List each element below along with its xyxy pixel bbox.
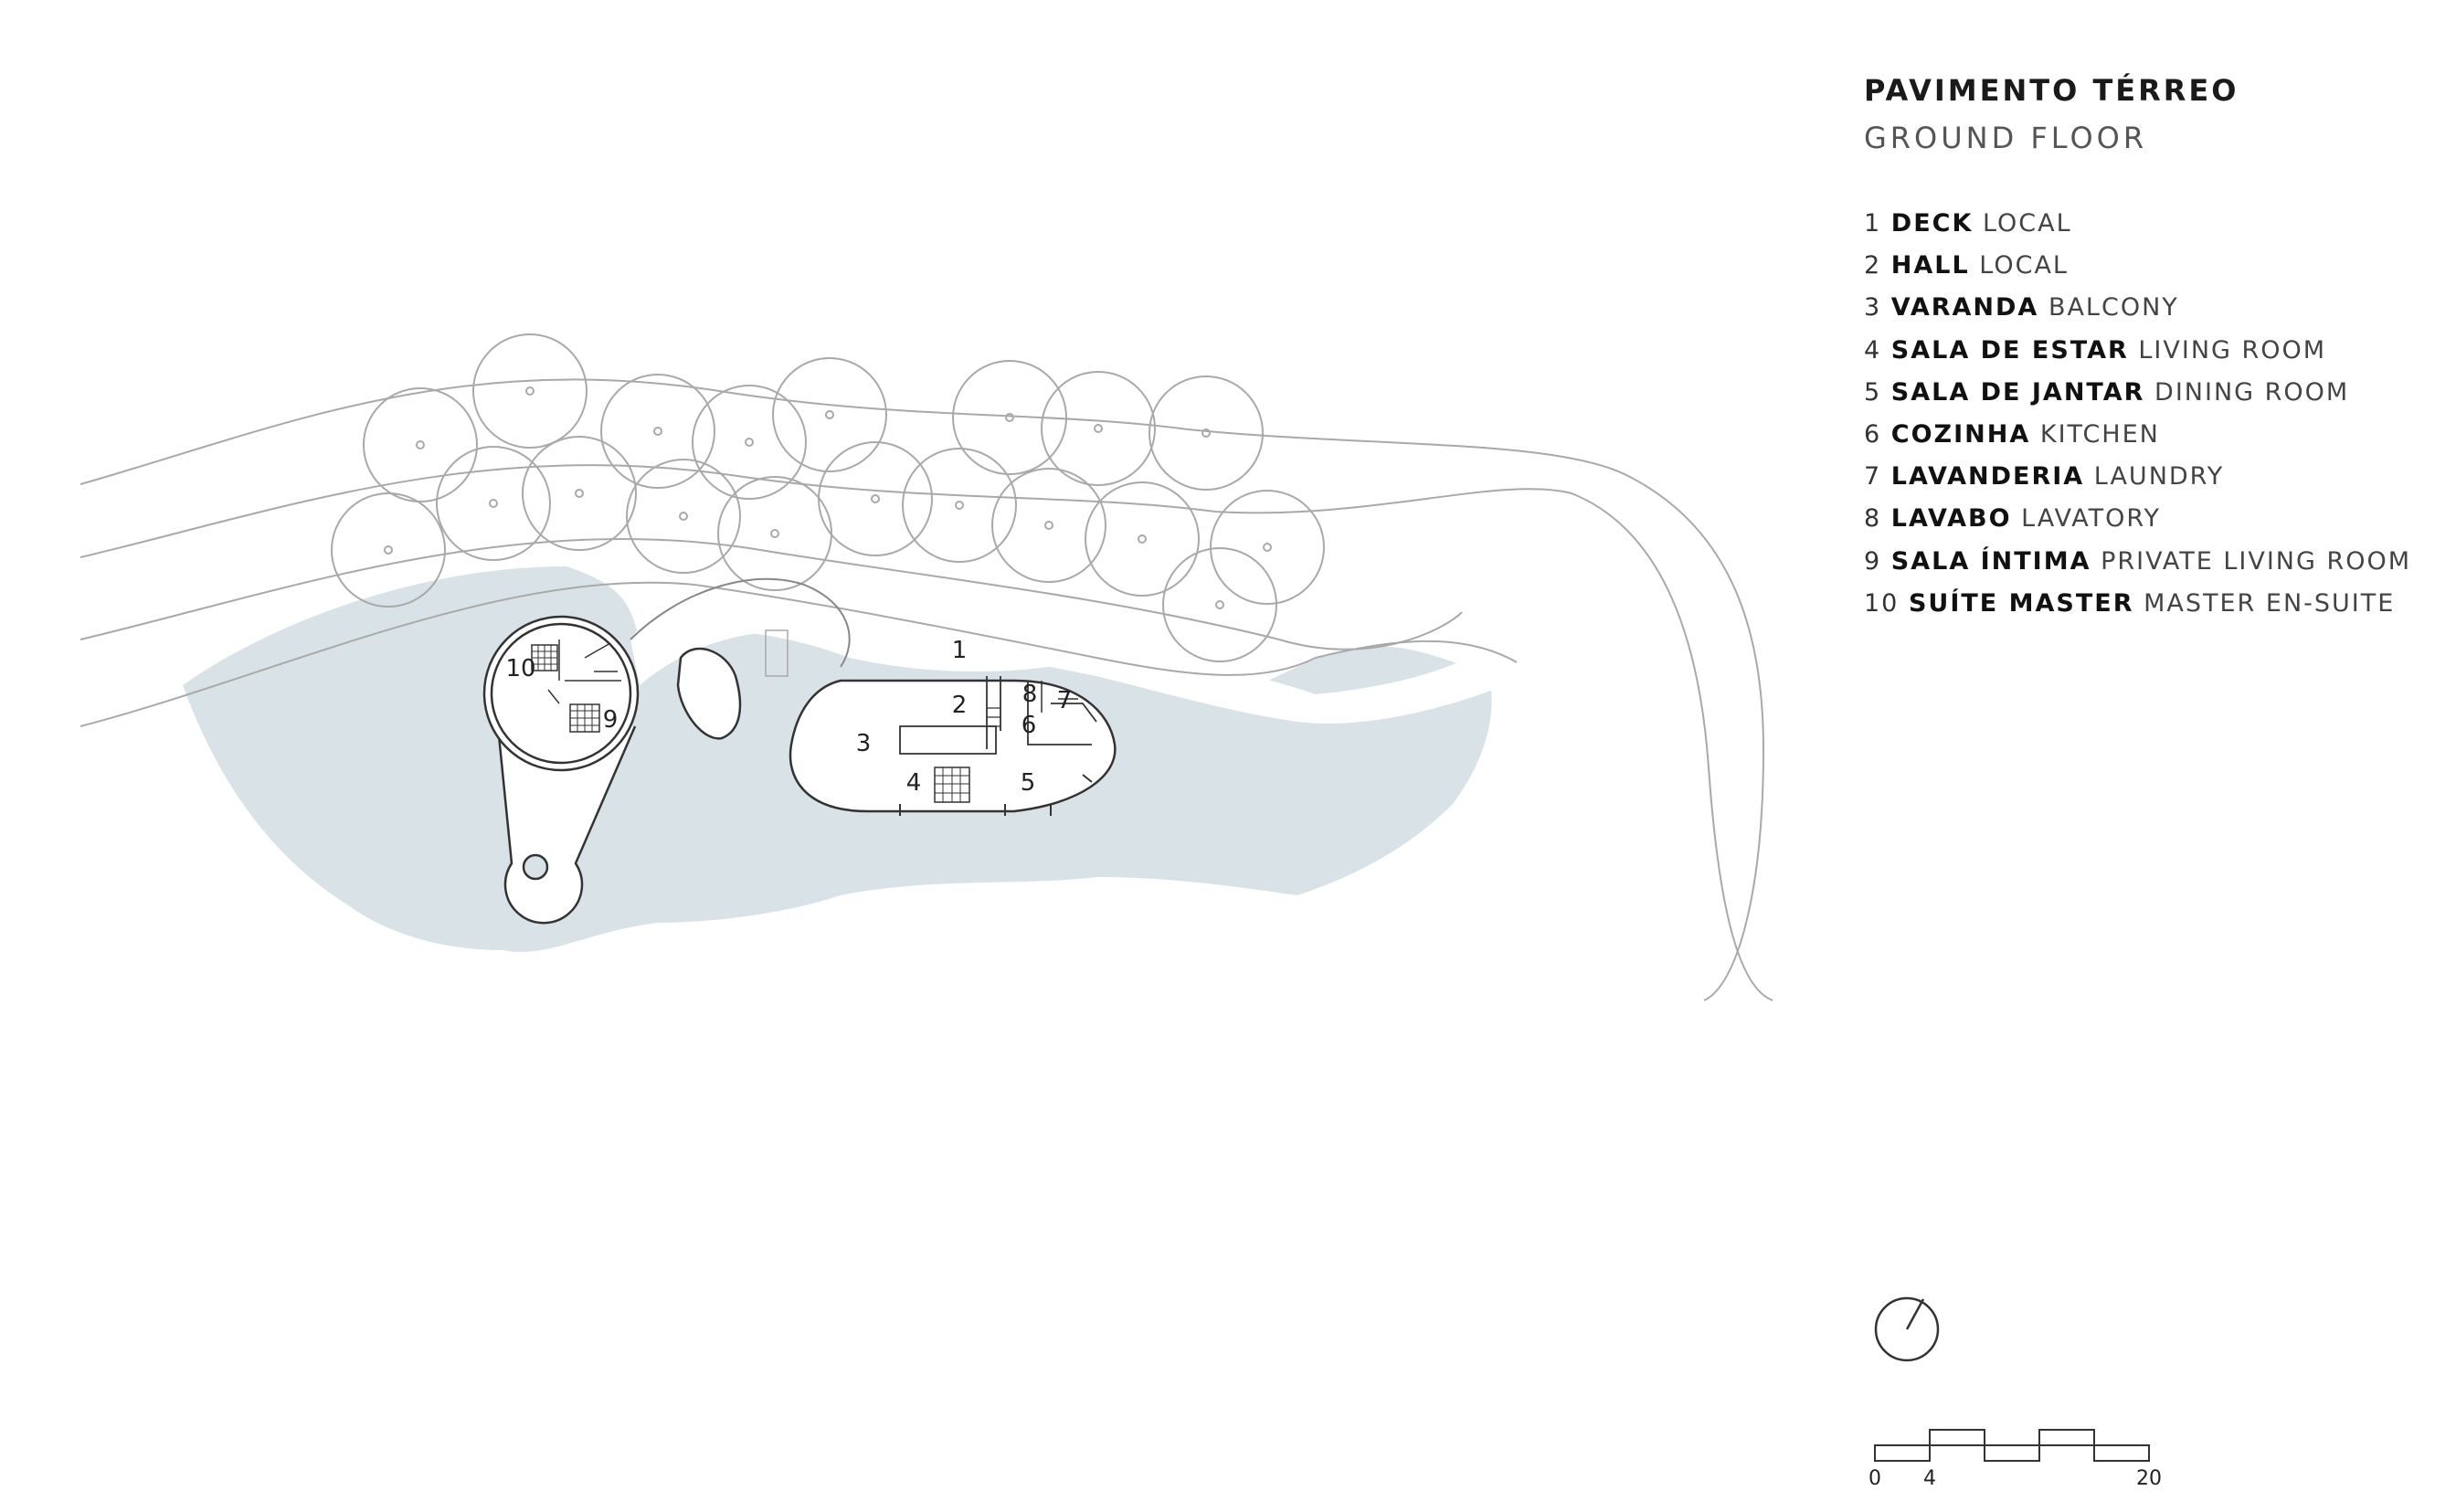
access-path xyxy=(630,577,851,668)
room-label-3: 3 xyxy=(856,730,872,757)
legend-item-number: 8 xyxy=(1864,504,1882,534)
legend-item-pt: SALA ÍNTIMA xyxy=(1890,546,2091,576)
legend-item: 1 DECK LOCAL xyxy=(1864,203,2411,245)
legend-item-en: LOCAL xyxy=(1982,209,2072,238)
pebble-island xyxy=(676,647,742,740)
scale-label-mid: 4 xyxy=(1923,1467,1936,1490)
legend-item-en: LAVATORY xyxy=(2021,504,2161,534)
legend-item-pt: VARANDA xyxy=(1890,293,2039,322)
scale-label-start: 0 xyxy=(1868,1467,1881,1490)
legend-item: 2 HALL LOCAL xyxy=(1864,245,2411,287)
scale-label-end: 20 xyxy=(2136,1467,2162,1490)
legend-item-number: 5 xyxy=(1864,377,1882,407)
legend-item-en: KITCHEN xyxy=(2039,420,2160,449)
legend-item-pt: SALA DE JANTAR xyxy=(1890,377,2145,407)
legend-item-number: 9 xyxy=(1864,546,1882,576)
legend-item: 8 LAVABO LAVATORY xyxy=(1864,498,2411,540)
legend-subtitle: GROUND FLOOR xyxy=(1864,121,2148,155)
room-label-4: 4 xyxy=(906,769,922,797)
room-label-9: 9 xyxy=(603,706,619,734)
legend-item-en: BALCONY xyxy=(2048,293,2179,322)
legend-item: 5 SALA DE JANTAR DINING ROOM xyxy=(1864,372,2411,414)
scale-bar xyxy=(1874,1429,2150,1462)
room-list: 1 DECK LOCAL 2 HALL LOCAL 3 VARANDA BALC… xyxy=(1864,203,2411,625)
north-arrow-icon xyxy=(1874,1296,1940,1362)
legend-item-en: MASTER EN-SUITE xyxy=(2144,588,2396,618)
legend-title: PAVIMENTO TÉRREO xyxy=(1864,73,2239,108)
legend-item: 6 COZINHA KITCHEN xyxy=(1864,414,2411,456)
legend-item: 3 VARANDA BALCONY xyxy=(1864,287,2411,329)
legend-item: 10 SUÍTE MASTER MASTER EN-SUITE xyxy=(1864,583,2411,625)
legend-item-en: LAUNDRY xyxy=(2093,462,2225,492)
circular-pavilion xyxy=(482,615,640,925)
legend-item-number: 4 xyxy=(1864,335,1882,365)
legend-item-en: LIVING ROOM xyxy=(2138,335,2327,365)
room-label-7: 7 xyxy=(1057,687,1073,714)
legend-item-pt: HALL xyxy=(1890,251,1970,280)
room-label-1: 1 xyxy=(952,637,968,664)
legend-item-pt: DECK xyxy=(1890,209,1974,238)
contour-lines xyxy=(79,378,1773,1001)
legend-item-pt: SALA DE ESTAR xyxy=(1890,335,2129,365)
steps xyxy=(765,629,789,677)
legend-item-number: 6 xyxy=(1864,420,1882,449)
legend-item-en: DINING ROOM xyxy=(2154,377,2350,407)
legend-item-number: 1 xyxy=(1864,209,1882,238)
legend-item: 9 SALA ÍNTIMA PRIVATE LIVING ROOM xyxy=(1864,541,2411,583)
legend-item-number: 2 xyxy=(1864,251,1882,280)
legend-item-pt: SUÍTE MASTER xyxy=(1908,588,2134,618)
legend-item-pt: COZINHA xyxy=(1890,420,2031,449)
legend-item-number: 3 xyxy=(1864,293,1882,322)
room-label-5: 5 xyxy=(1021,769,1036,797)
legend: PAVIMENTO TÉRREO GROUND FLOOR 1 DECK LOC… xyxy=(1864,73,2411,625)
tree-canopies xyxy=(331,333,1325,662)
room-label-2: 2 xyxy=(952,692,968,719)
legend-item-en: LOCAL xyxy=(1979,251,2069,280)
legend-item-pt: LAVABO xyxy=(1890,504,2012,534)
legend-item: 7 LAVANDERIA LAUNDRY xyxy=(1864,456,2411,498)
main-pavilion xyxy=(789,676,1117,816)
room-label-6: 6 xyxy=(1022,712,1037,739)
land-strip xyxy=(630,577,1517,724)
legend-item-en: PRIVATE LIVING ROOM xyxy=(2101,546,2412,576)
room-label-8: 8 xyxy=(1022,681,1038,708)
legend-item-pt: LAVANDERIA xyxy=(1890,462,2085,492)
legend-item-number: 10 xyxy=(1864,588,1900,618)
legend-item: 4 SALA DE ESTAR LIVING ROOM xyxy=(1864,330,2411,372)
legend-item-number: 7 xyxy=(1864,462,1882,492)
room-label-10: 10 xyxy=(505,655,535,682)
